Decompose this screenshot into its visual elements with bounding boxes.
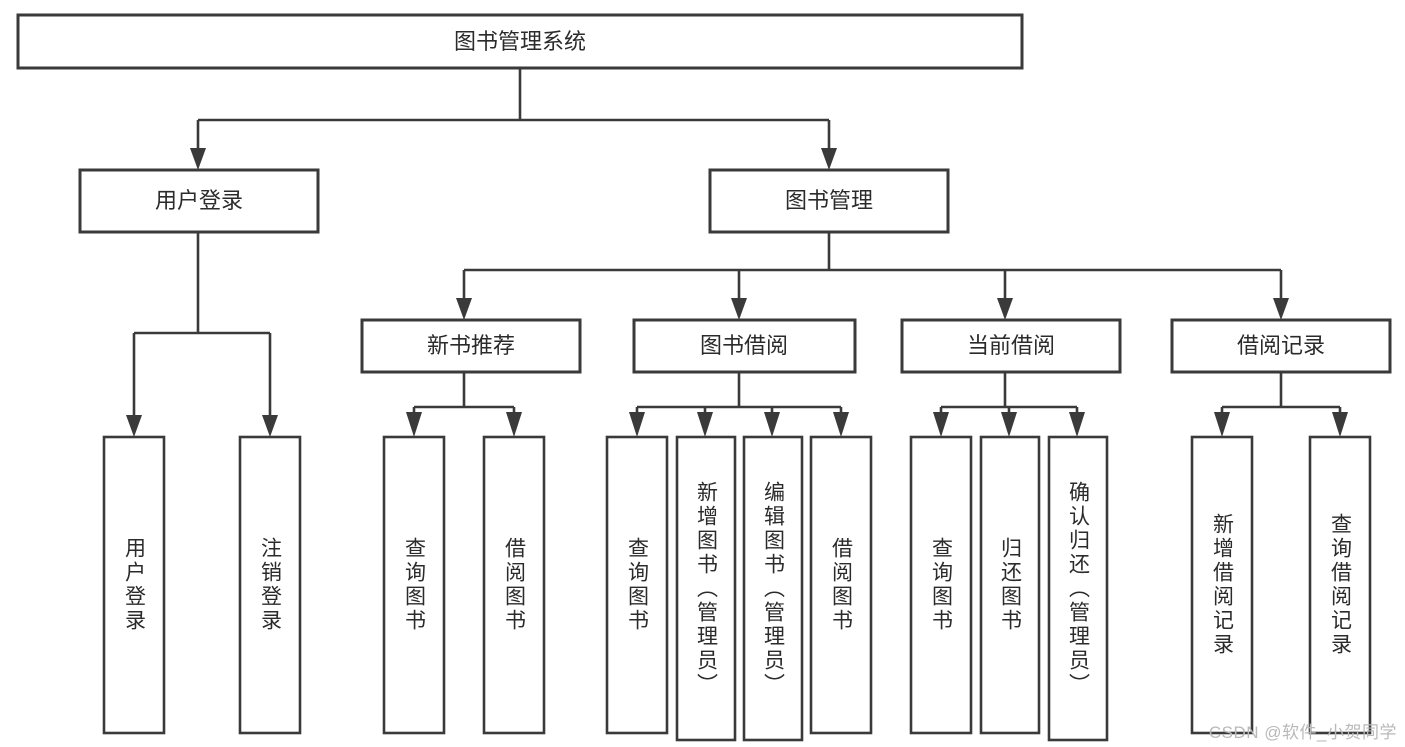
arrowhead-user-login [190,148,206,170]
arrowhead-leaf-query-book-2 [629,412,645,437]
watermark-text: CSDN @软件_小贺同学 [1208,723,1397,742]
arrowhead-leaf-query-book-3 [933,412,949,437]
node-current-borrow-box[interactable] [900,318,1122,374]
arrowhead-leaf-add-record [1214,412,1230,437]
node-borrow-record-box[interactable] [1170,318,1392,374]
node-leaf-logout-login-box[interactable] [238,435,302,735]
node-book-borrow-label: 图书借阅 [700,333,788,358]
arrowhead-borrow-record [1273,298,1289,320]
arrowhead-new-book-recommend [456,298,472,320]
arrowhead-leaf-return-book [1001,412,1017,437]
node-leaf-confirm-return-box[interactable] [1047,435,1109,742]
node-root-label: 图书管理系统 [454,29,586,54]
node-new-book-recommend-box[interactable] [360,318,582,374]
node-book-management-box[interactable] [708,168,950,234]
arrowhead-leaf-borrow-book-2 [833,412,849,437]
node-current-borrow-label: 当前借阅 [967,333,1055,358]
arrowhead-leaf-add-book [697,412,713,437]
arrowhead-leaf-confirm-return [1069,412,1085,437]
arrowhead-leaf-query-book-1 [406,412,422,437]
node-leaf-edit-book-box[interactable] [742,435,804,742]
arrowhead-leaf-query-record [1332,412,1348,437]
node-leaf-borrow-book-1-box[interactable] [482,435,546,735]
node-borrow-record-label: 借阅记录 [1237,333,1325,358]
node-leaf-query-record-box[interactable] [1308,435,1372,735]
arrowhead-leaf-borrow-book-1 [506,412,522,437]
node-leaf-borrow-book-2-box[interactable] [809,435,873,735]
node-leaf-query-book-1-box[interactable] [382,435,446,735]
node-user-login-label: 用户登录 [155,188,243,213]
node-user-login-box[interactable] [78,168,320,234]
node-root-box[interactable] [16,13,1024,70]
arrowhead-leaf-logout-login [262,415,278,437]
node-new-book-recommend-label: 新书推荐 [427,333,515,358]
arrowhead-book-borrow [731,298,747,320]
connector-layer [126,68,1348,437]
node-leaf-add-book-box[interactable] [675,435,737,742]
arrowhead-leaf-user-login [126,415,142,437]
arrowhead-leaf-edit-book [764,412,780,437]
arrowhead-book-management [821,148,837,170]
node-leaf-query-book-2-box[interactable] [605,435,669,735]
node-leaf-user-login-box[interactable] [102,435,166,735]
node-leaf-query-book-3-box[interactable] [909,435,973,735]
node-layer: 图书管理系统 用户登录 图书管理 新书推荐 图书借阅 当前借阅 借阅记录 [16,13,1392,742]
node-book-borrow-box[interactable] [632,318,857,374]
node-book-management-label: 图书管理 [785,188,873,213]
arrowhead-current-borrow [997,298,1013,320]
node-leaf-add-record-box[interactable] [1190,435,1254,735]
node-leaf-return-book-box[interactable] [979,435,1041,735]
